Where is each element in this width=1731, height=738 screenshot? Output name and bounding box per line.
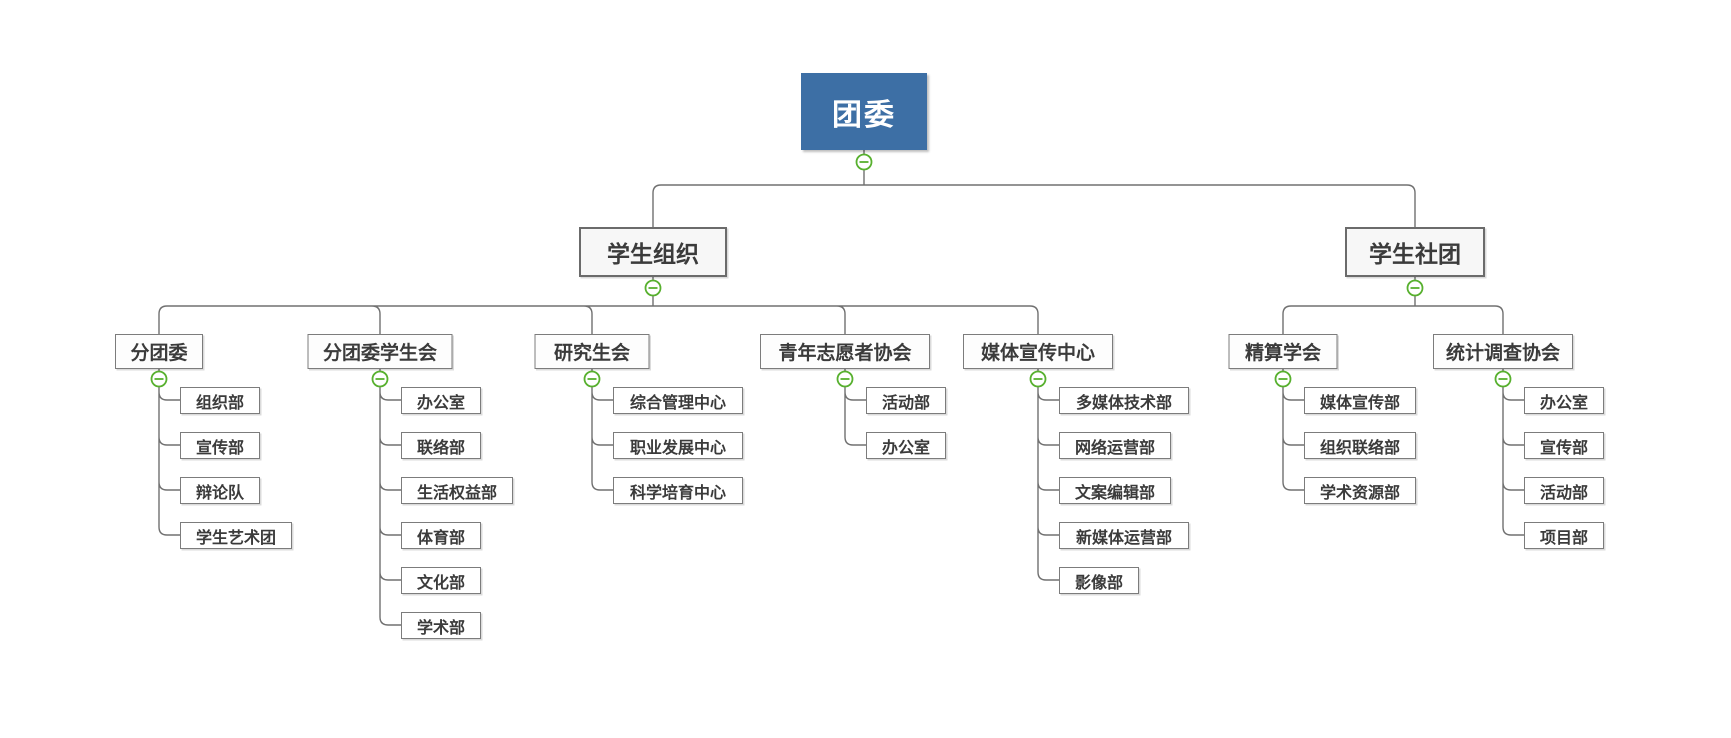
node-media-publicity-center[interactable]: 媒体宣传中心 xyxy=(963,334,1113,369)
node-leaf[interactable]: 学生艺术团 xyxy=(180,522,292,549)
collapse-minus-icon[interactable] xyxy=(150,370,168,388)
node-leaf[interactable]: 生活权益部 xyxy=(401,477,513,504)
connector xyxy=(652,150,1416,227)
node-leaf[interactable]: 网络运营部 xyxy=(1059,432,1171,459)
node-leaf[interactable]: 媒体宣传部 xyxy=(1304,387,1416,414)
collapse-minus-icon[interactable] xyxy=(644,279,662,297)
node-leaf[interactable]: 活动部 xyxy=(1524,477,1604,504)
node-leaf[interactable]: 办公室 xyxy=(401,387,481,414)
node-leaf[interactable]: 多媒体技术部 xyxy=(1059,387,1189,414)
node-branch-league-committee[interactable]: 分团委 xyxy=(115,334,203,369)
connector xyxy=(158,369,180,536)
node-leaf[interactable]: 宣传部 xyxy=(1524,432,1604,459)
node-leaf[interactable]: 学术部 xyxy=(401,612,481,639)
node-leaf[interactable]: 组织联络部 xyxy=(1304,432,1416,459)
node-leaf[interactable]: 联络部 xyxy=(401,432,481,459)
connector xyxy=(158,277,1039,334)
node-leaf[interactable]: 学术资源部 xyxy=(1304,477,1416,504)
collapse-minus-icon[interactable] xyxy=(836,370,854,388)
collapse-minus-icon[interactable] xyxy=(371,370,389,388)
collapse-minus-icon[interactable] xyxy=(583,370,601,388)
node-statistics-survey-association[interactable]: 统计调查协会 xyxy=(1433,334,1573,369)
node-actuarial-society[interactable]: 精算学会 xyxy=(1228,334,1338,369)
collapse-minus-icon[interactable] xyxy=(1029,370,1047,388)
node-graduate-student-union[interactable]: 研究生会 xyxy=(534,334,650,369)
connector xyxy=(1037,369,1059,581)
connector xyxy=(591,369,613,491)
node-student-organizations[interactable]: 学生组织 xyxy=(579,227,727,277)
connector xyxy=(844,369,866,446)
node-leaf[interactable]: 宣传部 xyxy=(180,432,260,459)
node-branch-student-union[interactable]: 分团委学生会 xyxy=(307,334,453,369)
node-leaf[interactable]: 文案编辑部 xyxy=(1059,477,1171,504)
node-leaf[interactable]: 办公室 xyxy=(866,432,946,459)
node-leaf[interactable]: 科学培育中心 xyxy=(613,477,743,504)
node-youth-league-committee[interactable]: 团委 xyxy=(801,73,927,150)
connector xyxy=(1282,369,1304,491)
node-leaf[interactable]: 活动部 xyxy=(866,387,946,414)
node-leaf[interactable]: 新媒体运营部 xyxy=(1059,522,1189,549)
collapse-minus-icon[interactable] xyxy=(855,153,873,171)
collapse-minus-icon[interactable] xyxy=(1274,370,1292,388)
node-leaf[interactable]: 影像部 xyxy=(1059,567,1139,594)
connector xyxy=(1282,277,1504,334)
node-leaf[interactable]: 综合管理中心 xyxy=(613,387,743,414)
collapse-minus-icon[interactable] xyxy=(1494,370,1512,388)
node-leaf[interactable]: 办公室 xyxy=(1524,387,1604,414)
node-leaf[interactable]: 辩论队 xyxy=(180,477,260,504)
node-youth-volunteers-association[interactable]: 青年志愿者协会 xyxy=(760,334,930,369)
connector xyxy=(1502,369,1524,536)
node-leaf[interactable]: 文化部 xyxy=(401,567,481,594)
node-leaf[interactable]: 组织部 xyxy=(180,387,260,414)
collapse-minus-icon[interactable] xyxy=(1406,279,1424,297)
node-leaf[interactable]: 职业发展中心 xyxy=(613,432,743,459)
node-leaf[interactable]: 体育部 xyxy=(401,522,481,549)
connector xyxy=(379,369,401,626)
node-student-clubs[interactable]: 学生社团 xyxy=(1345,227,1485,277)
node-leaf[interactable]: 项目部 xyxy=(1524,522,1604,549)
